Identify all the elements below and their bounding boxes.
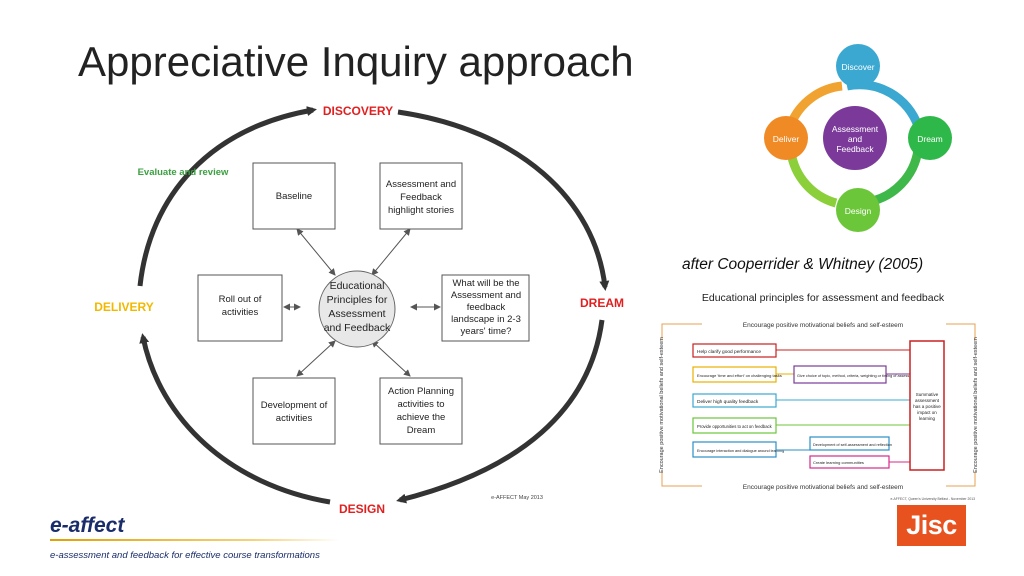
- svg-text:Educational: Educational: [330, 280, 385, 292]
- principles-diagram: Educational principles for assessment an…: [657, 292, 980, 501]
- svg-text:Baseline: Baseline: [276, 191, 312, 202]
- slide-title: Appreciative Inquiry approach: [78, 38, 634, 85]
- principles-footer: e-AFFECT, Queen's University Belfast - N…: [890, 497, 975, 501]
- svg-text:assessment: assessment: [915, 398, 940, 403]
- svg-text:Development of: Development of: [261, 400, 328, 411]
- stage-dream: DREAM: [580, 296, 624, 310]
- citation: after Cooperrider & Whitney (2005): [682, 256, 924, 273]
- svg-text:Deliver: Deliver: [773, 134, 800, 144]
- wheel-node-discover: [836, 44, 880, 88]
- wheel-node-deliver: [764, 116, 808, 160]
- svg-text:learning: learning: [919, 416, 936, 421]
- svg-text:Help clarify good performance: Help clarify good performance: [697, 349, 761, 355]
- box-rollout: [197, 274, 283, 342]
- ai-wheel: Assessment and Feedback Discover Dream D…: [764, 44, 952, 232]
- svg-text:and: and: [848, 134, 862, 144]
- border-label-left: Encourage positive motivational beliefs …: [659, 337, 665, 473]
- svg-text:Deliver high quality feedback: Deliver high quality feedback: [697, 399, 759, 405]
- svg-text:Encourage interaction and dial: Encourage interaction and dialogue aroun…: [697, 449, 784, 453]
- svg-text:Dream: Dream: [917, 134, 943, 144]
- svg-text:Design: Design: [845, 206, 872, 216]
- svg-text:Development of self-assessment: Development of self-assessment and refle…: [813, 443, 892, 447]
- svg-text:activities: activities: [222, 307, 259, 318]
- svg-text:Assessment: Assessment: [328, 308, 385, 320]
- svg-text:landscape in 2-3: landscape in 2-3: [451, 314, 521, 325]
- wheel-node-design: [836, 188, 880, 232]
- stage-delivery: DELIVERY: [94, 300, 154, 314]
- svg-text:Summative: Summative: [916, 392, 939, 397]
- logo-underline: [50, 539, 340, 541]
- box-baseline: [252, 162, 336, 230]
- connector-planning: [371, 340, 411, 377]
- connector-development: [296, 340, 336, 377]
- svg-text:Principles for: Principles for: [327, 294, 388, 306]
- box-landscape: [441, 274, 530, 342]
- connector-stories: [371, 228, 411, 276]
- svg-text:Discover: Discover: [841, 62, 874, 72]
- jisc-logo: Jisc: [897, 505, 966, 546]
- center-label: Educational Principles for Assessment an…: [324, 280, 391, 334]
- center-circle: [318, 270, 396, 348]
- connector-baseline: [296, 228, 336, 276]
- border-label-top: Encourage positive motivational beliefs …: [743, 322, 903, 329]
- svg-text:feedback: feedback: [467, 302, 506, 313]
- svg-text:impact on: impact on: [917, 410, 937, 415]
- cycle-arrow-dream-to-design: [396, 319, 605, 504]
- cycle-arrow-discovery-to-dream: [397, 109, 610, 291]
- principles-title: Educational principles for assessment an…: [702, 292, 945, 304]
- svg-text:achieve the: achieve the: [397, 412, 446, 423]
- border-label-bottom: Encourage positive motivational beliefs …: [743, 484, 903, 491]
- svg-text:Create learning communities: Create learning communities: [813, 460, 864, 465]
- stage-discovery: DISCOVERY: [323, 104, 393, 118]
- box-action-planning: [379, 377, 463, 445]
- svg-text:Provide opportunities to act o: Provide opportunities to act on feedback: [697, 424, 773, 429]
- evaluate-review-label: Evaluate and review: [138, 167, 229, 178]
- svg-text:Assessment and: Assessment and: [386, 179, 456, 190]
- stage-design: DESIGN: [339, 502, 385, 516]
- svg-text:Action Planning: Action Planning: [388, 386, 454, 397]
- cycle-arrow-design-to-delivery: [139, 333, 331, 505]
- svg-text:activities: activities: [276, 413, 313, 424]
- cycle-arrow-delivery-to-discovery: [137, 106, 317, 287]
- svg-text:Assessment and: Assessment and: [451, 290, 521, 301]
- e-affect-logo: e-affect: [50, 514, 125, 537]
- svg-text:What will be the: What will be the: [452, 278, 519, 289]
- svg-text:and Feedback: and Feedback: [324, 322, 391, 334]
- svg-text:years' time?: years' time?: [461, 326, 512, 337]
- svg-text:Dream: Dream: [407, 425, 436, 436]
- logo-tagline: e-assessment and feedback for effective …: [50, 550, 320, 561]
- svg-text:Assessment: Assessment: [832, 124, 879, 134]
- wheel-center: [823, 106, 887, 170]
- svg-text:Give choice of topic, method,: Give choice of topic, method, criteria, …: [797, 374, 920, 378]
- border-label-right: Encourage positive motivational beliefs …: [973, 337, 979, 473]
- svg-text:highlight stories: highlight stories: [388, 205, 454, 216]
- svg-text:activities to: activities to: [398, 399, 445, 410]
- cycle-credit: e-AFFECT May 2013: [491, 495, 543, 501]
- svg-text:Roll out of: Roll out of: [219, 294, 262, 305]
- svg-text:Feedback: Feedback: [400, 192, 442, 203]
- svg-text:Feedback: Feedback: [836, 144, 874, 154]
- svg-text:has a positive: has a positive: [913, 404, 941, 409]
- wheel-node-dream: [908, 116, 952, 160]
- box-development: [252, 377, 336, 445]
- svg-text:Encourage 'time and effort' on: Encourage 'time and effort' on challengi…: [697, 373, 782, 378]
- box-highlight-stories: [379, 162, 463, 230]
- summative-box: [909, 340, 945, 471]
